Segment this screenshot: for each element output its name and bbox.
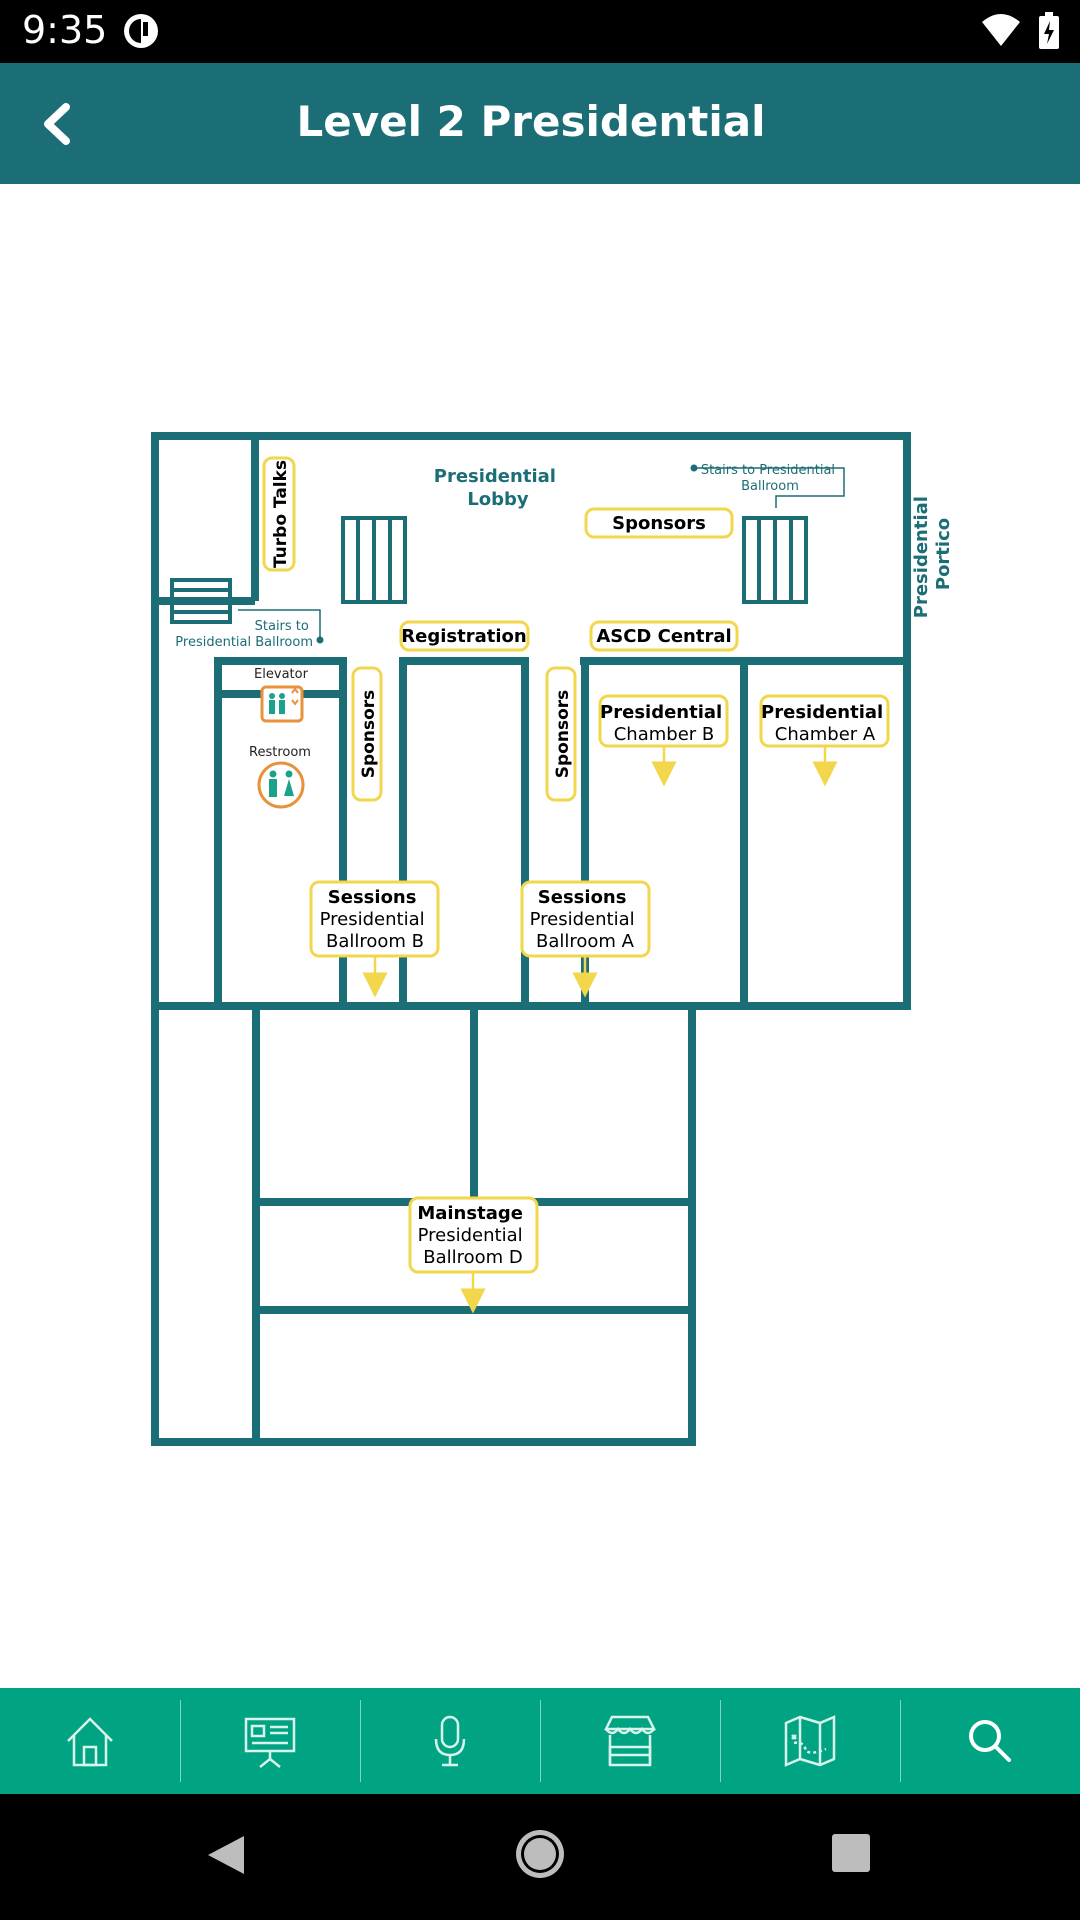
turbo-talks-label[interactable]: Turbo Talks xyxy=(262,456,296,572)
battery-icon xyxy=(1039,12,1059,49)
system-back-button[interactable] xyxy=(200,1830,250,1880)
staircases xyxy=(170,516,808,624)
stairs-right-label: Stairs to Presidential Ballroom xyxy=(701,463,839,494)
nav-home[interactable] xyxy=(0,1688,180,1794)
booth-icon xyxy=(603,1715,657,1767)
system-recents-button[interactable] xyxy=(830,1832,872,1874)
nav-search[interactable] xyxy=(900,1688,1080,1794)
page-title: Level 2 Presidential xyxy=(296,97,766,146)
elevator-label: Elevator xyxy=(254,667,309,682)
chamber-b-label[interactable]: Presidential Chamber B xyxy=(598,694,729,787)
nav-speakers[interactable] xyxy=(360,1688,540,1794)
chamber-a-label[interactable]: Presidential Chamber A xyxy=(759,694,890,787)
restroom-icon xyxy=(257,761,305,809)
svg-text:Presidential Chamber A: Presidential Chamber A xyxy=(761,702,889,745)
nav-maps[interactable] xyxy=(720,1688,900,1794)
svg-text:Sessions Presidential: Sessions Presidential Ballroom B xyxy=(320,887,431,952)
wifi-icon xyxy=(982,14,1020,46)
presentation-icon xyxy=(244,1717,296,1768)
portico-label: Presidential Portico xyxy=(911,490,954,618)
floor-map[interactable]: Presidential Lobby Presidential Portico … xyxy=(0,184,1080,1688)
sponsors-mid-label[interactable]: Sponsors xyxy=(545,666,577,802)
map-walls xyxy=(151,432,911,1446)
svg-text:Mainstage Presidential: Mainstage Presidential Ballroom D xyxy=(417,1203,528,1268)
svg-text:Turbo Talks: Turbo Talks xyxy=(271,460,291,568)
svg-text:Sessions Presidential: Sessions Presidential Ballroom A xyxy=(530,887,641,952)
svg-text:ASCD Central: ASCD Central xyxy=(596,626,731,647)
ballroom-b-label[interactable]: Sessions Presidential Ballroom B xyxy=(309,880,440,998)
nav-exhibitors[interactable] xyxy=(540,1688,720,1794)
registration-label[interactable]: Registration xyxy=(399,620,530,652)
svg-text:Sponsors: Sponsors xyxy=(553,690,573,779)
lobby-label: Presidential Lobby xyxy=(434,466,562,510)
map-icon xyxy=(784,1715,836,1767)
status-time: 9:35 xyxy=(22,8,108,52)
bottom-nav xyxy=(0,1688,1080,1794)
sponsors-left-label[interactable]: Sponsors xyxy=(351,666,383,802)
svg-text:Registration: Registration xyxy=(401,626,526,647)
stairs-left-label: Stairs to Presidential Ballroom xyxy=(175,619,313,650)
svg-text:Sponsors: Sponsors xyxy=(612,513,706,534)
ascd-central-label[interactable]: ASCD Central xyxy=(589,620,739,652)
ballroom-a-label[interactable]: Sessions Presidential Ballroom A xyxy=(520,880,651,998)
svg-text:Presidential Chamber B: Presidential Chamber B xyxy=(600,702,728,745)
restroom-label: Restroom xyxy=(249,745,311,760)
status-bar: 9:35 xyxy=(0,0,1080,63)
app-bar: Level 2 Presidential xyxy=(0,63,1080,184)
home-icon xyxy=(67,1717,113,1767)
stairs-leader-lines xyxy=(238,467,845,639)
microphone-icon xyxy=(434,1715,466,1767)
ballroom-d-label[interactable]: Mainstage Presidential Ballroom D xyxy=(408,1196,539,1314)
nav-presentations[interactable] xyxy=(180,1688,360,1794)
svg-text:Sponsors: Sponsors xyxy=(359,690,379,779)
elevator-icon xyxy=(260,685,304,723)
system-home-button[interactable] xyxy=(512,1826,568,1882)
search-icon xyxy=(969,1720,1011,1762)
app-notification-icon xyxy=(124,14,158,48)
system-nav-bar xyxy=(0,1794,1080,1920)
sponsors-top-label[interactable]: Sponsors xyxy=(584,507,734,539)
back-button[interactable] xyxy=(30,93,90,153)
